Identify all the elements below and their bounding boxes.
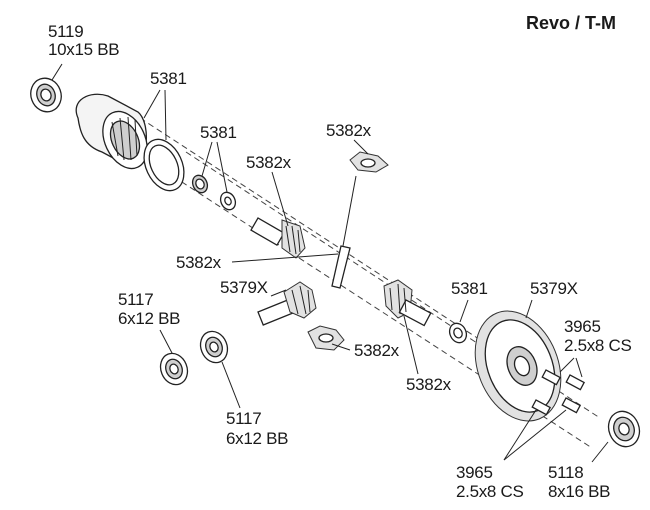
callout-part: 5119: [48, 22, 83, 41]
bearing-5118: [607, 410, 641, 448]
callout-part: 5379X: [530, 279, 578, 298]
spider-gear-bottom: [307, 325, 345, 351]
pinion-gear-5379: [257, 281, 317, 326]
callout-5382x-spider-bottom: 5382x: [354, 341, 400, 360]
callout-5382x-pin: 5382x: [176, 253, 222, 272]
screws-3965: [531, 369, 586, 416]
bearing-5119: [30, 77, 62, 113]
side-gear-left: [250, 217, 306, 259]
washer-5381: [219, 191, 237, 211]
callout-desc: 6x12 BB: [118, 309, 180, 328]
callout-3965-top: 3965 2.5x8 CS: [564, 317, 632, 355]
callout-part: 5381: [150, 69, 187, 88]
callout-part: 5381: [200, 123, 237, 142]
callout-5381-housing: 5381: [150, 69, 187, 88]
callout-part: 5382x: [246, 153, 292, 172]
spider-gear-top: [349, 151, 389, 173]
callout-5381-washers: 5381: [200, 123, 237, 142]
cross-pin: [331, 175, 357, 289]
leader-lines: [51, 63, 609, 463]
callout-5382x-side-left: 5382x: [246, 153, 292, 172]
callout-5117-bottom: 5117 6x12 BB: [226, 409, 288, 448]
callout-3965-bottom: 3965 2.5x8 CS: [456, 463, 524, 501]
callout-part: 5379X: [220, 278, 268, 297]
callout-5119: 5119 10x15 BB: [48, 22, 120, 59]
callout-5118: 5118 8x16 BB: [548, 463, 610, 501]
callout-desc: 10x15 BB: [48, 40, 119, 59]
callout-part: 5382x: [406, 375, 452, 394]
side-gear-right: [383, 279, 432, 327]
callout-part: 5382x: [176, 253, 222, 272]
bearing-5117-right: [199, 330, 229, 364]
callout-part: 3965: [564, 317, 601, 336]
diff-housing: [75, 93, 148, 170]
callout-5382x-spider-top: 5382x: [326, 121, 372, 140]
callout-5379x-ring: 5379X: [530, 279, 578, 298]
oring-5381: [191, 174, 209, 194]
callout-5117-top: 5117 6x12 BB: [118, 290, 180, 328]
washer-5381-right: [448, 322, 468, 344]
gasket-5381: [143, 138, 185, 192]
callout-5382x-side-right: 5382x: [406, 375, 452, 394]
callout-part: 5117: [118, 290, 153, 309]
callout-part: 5117: [226, 409, 261, 428]
ring-gear-5379: [474, 310, 562, 422]
callout-desc: 6x12 BB: [226, 429, 288, 448]
callout-part: 5382x: [354, 341, 400, 360]
diagram-title: Revo / T-M: [526, 13, 616, 33]
callout-part: 5118: [548, 463, 583, 482]
callout-desc: 2.5x8 CS: [564, 336, 632, 355]
callout-5381-right: 5381: [451, 279, 488, 298]
callout-desc: 2.5x8 CS: [456, 482, 524, 501]
callout-part: 3965: [456, 463, 493, 482]
callout-part: 5382x: [326, 121, 372, 140]
callout-desc: 8x16 BB: [548, 482, 610, 501]
callout-part: 5381: [451, 279, 488, 298]
bearing-5117-left: [159, 352, 189, 386]
callout-5379x-pinion: 5379X: [220, 278, 268, 297]
